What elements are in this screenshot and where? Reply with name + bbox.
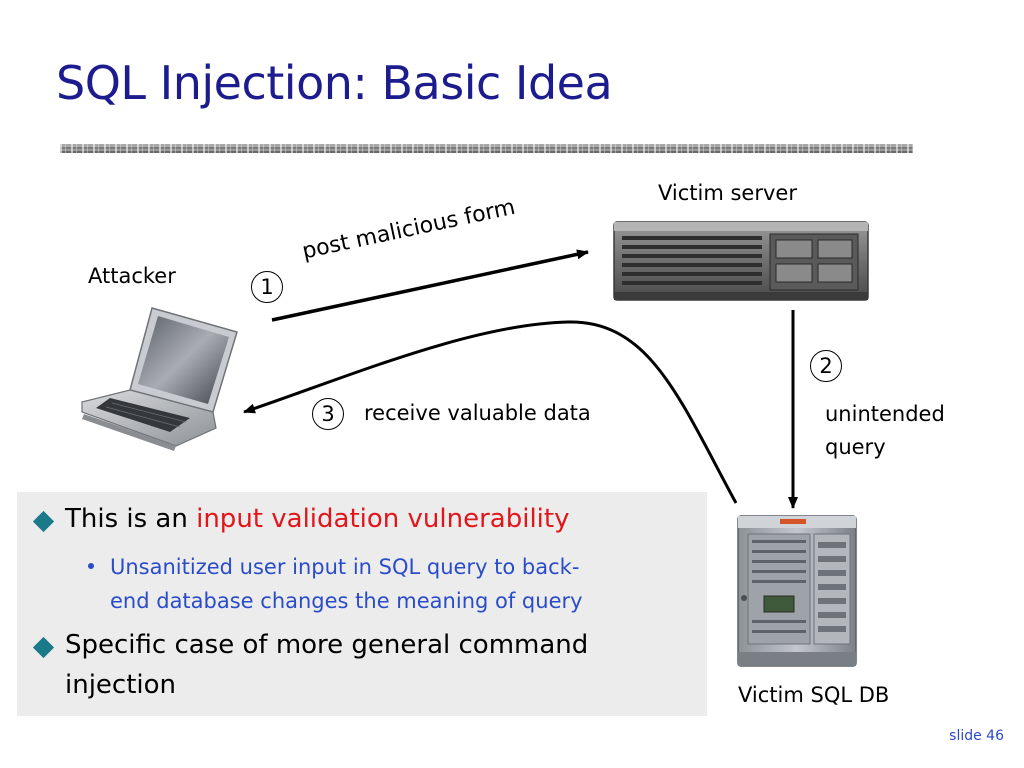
step-3-label: receive valuable data: [364, 401, 591, 425]
attacker-label: Attacker: [88, 264, 176, 288]
arrow-receive-data: [243, 320, 738, 504]
sub-bullet-line-2: end database changes the meaning of quer…: [110, 589, 583, 613]
diamond-bullet-icon: [32, 510, 55, 533]
sub-bullet-dot-icon: [88, 563, 94, 569]
bullet-1: This is an input validation vulnerabilit…: [65, 504, 569, 534]
slide-title: SQL Injection: Basic Idea: [56, 56, 613, 110]
laptop-icon: [81, 307, 238, 451]
bullet-panel: This is an input validation vulnerabilit…: [17, 492, 707, 716]
rack-server-icon: [613, 221, 869, 301]
tower-server-icon: [737, 515, 857, 667]
bullet-1-highlight: input validation vulnerability: [196, 504, 570, 534]
sub-bullet-line-1: Unsanitized user input in SQL query to b…: [110, 555, 580, 579]
diamond-bullet-icon: [32, 636, 55, 659]
server-label: Victim server: [658, 181, 797, 205]
db-label: Victim SQL DB: [738, 683, 890, 707]
bullet-1-prefix: This is an: [65, 504, 197, 534]
step-2-label-line1: unintended: [825, 402, 945, 426]
step-2-label-line2: query: [825, 435, 886, 459]
bullet-2-line-2: injection: [65, 670, 177, 700]
step-3-marker: 3: [312, 398, 344, 430]
step-1-marker: 1: [251, 271, 283, 303]
bullet-2-line-1: Specific case of more general command: [65, 630, 589, 660]
arrow-post-form: [271, 249, 589, 322]
title-divider: [60, 144, 913, 153]
slide-number: slide 46: [949, 728, 1004, 744]
step-2-marker: 2: [810, 350, 842, 382]
